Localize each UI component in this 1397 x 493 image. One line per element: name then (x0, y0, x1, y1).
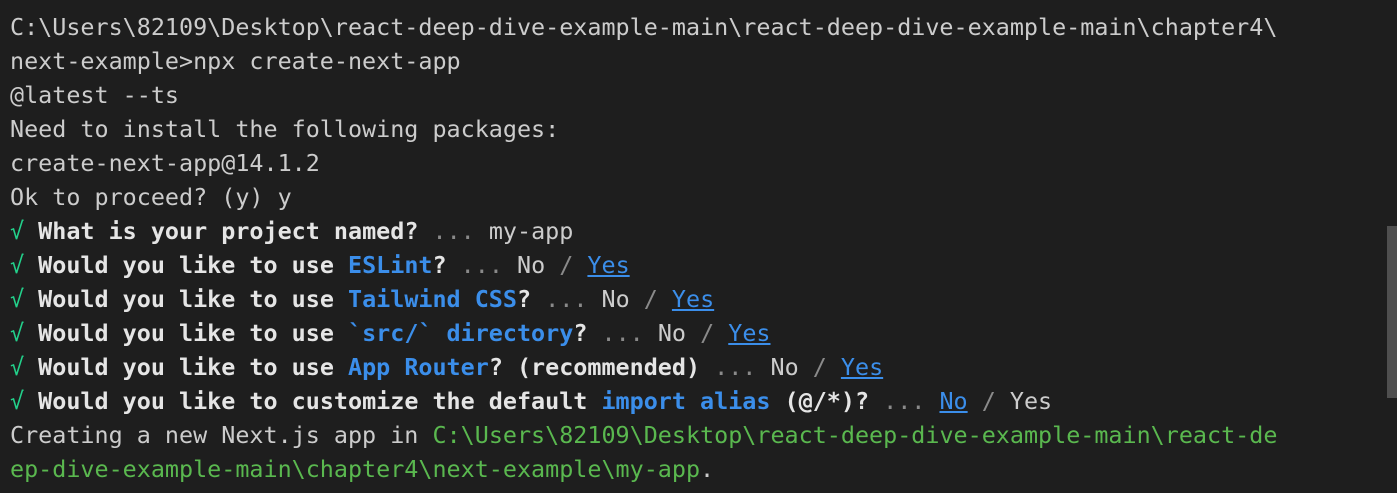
terminal-text: ... (587, 319, 658, 347)
terminal-text: ? (432, 251, 447, 279)
terminal-line: Ok to proceed? (y) y (10, 180, 1397, 214)
terminal-text: ep-dive-example-main\chapter4\next-examp… (10, 455, 701, 483)
check-icon: √ (10, 387, 39, 415)
check-icon: √ (10, 251, 39, 279)
terminal-text: Would you like to use (38, 251, 348, 279)
terminal-text: / (798, 353, 841, 381)
terminal-text: Tailwind CSS (347, 285, 517, 313)
terminal-text: Would you like to use (38, 353, 348, 381)
check-icon: √ (10, 285, 39, 313)
terminal-line: C:\Users\82109\Desktop\react-deep-dive-e… (10, 10, 1397, 44)
terminal-text: App Router (347, 353, 489, 381)
terminal-text: (@/*)? (770, 387, 870, 415)
terminal-text: ESLint (347, 251, 433, 279)
terminal-line: Need to install the following packages: (10, 112, 1397, 146)
terminal-text: No (601, 285, 630, 313)
terminal-text: Yes (728, 319, 771, 347)
terminal-line: √ Would you like to use ESLint? ... No /… (10, 248, 1397, 282)
terminal-text: Need to install the following packages: (10, 115, 560, 143)
terminal-text: What is your project named? (38, 217, 419, 245)
terminal-text: @latest --ts (10, 81, 179, 109)
terminal-line: @latest --ts (10, 78, 1397, 112)
terminal-text: Would you like to use (38, 285, 348, 313)
terminal-line: √ Would you like to use App Router? (rec… (10, 350, 1397, 384)
terminal-text: import alias (601, 387, 771, 415)
terminal-line: ep-dive-example-main\chapter4\next-examp… (10, 452, 1397, 486)
terminal-text: Yes (1009, 387, 1053, 415)
terminal-text: No (657, 319, 686, 347)
terminal-line: √ What is your project named? ... my-app (10, 214, 1397, 248)
terminal-text: C:\Users\82109\Desktop\react-deep-dive-e… (10, 13, 1278, 41)
terminal-text: C:\Users\82109\Desktop\react-deep-dive-e… (432, 421, 1278, 449)
terminal-text: ... (700, 353, 771, 381)
terminal-text: ... (418, 217, 489, 245)
terminal-text: my-app (488, 217, 574, 245)
terminal-text: Creating a new Next.js app in (10, 421, 433, 449)
terminal-text: No (770, 353, 799, 381)
check-icon: √ (10, 217, 39, 245)
terminal-line: √ Would you like to use `src/` directory… (10, 316, 1397, 350)
check-icon: √ (10, 353, 39, 381)
terminal-line: √ Would you like to use Tailwind CSS? ..… (10, 282, 1397, 316)
terminal-text: No (939, 387, 968, 415)
terminal-text: . (700, 455, 715, 483)
check-icon: √ (10, 319, 39, 347)
terminal-text: Yes (840, 353, 884, 381)
terminal-text: ? (573, 319, 588, 347)
terminal-text: Yes (671, 285, 715, 313)
terminal-line: Creating a new Next.js app in C:\Users\8… (10, 418, 1397, 452)
terminal-line: create-next-app@14.1.2 (10, 146, 1397, 180)
terminal-text: / (967, 387, 1010, 415)
terminal-text: Ok to proceed? (y) y (10, 183, 292, 211)
terminal-text: / (545, 251, 588, 279)
terminal-text: create-next-app@14.1.2 (10, 149, 320, 177)
terminal-line: next-example>npx create-next-app (10, 44, 1397, 78)
terminal-text: ... (446, 251, 517, 279)
terminal-text: ? (recommended) (488, 353, 701, 381)
terminal-text: ? (516, 285, 532, 313)
terminal-text: Would you like to customize the default (38, 387, 602, 415)
terminal-text: Would you like to use (38, 319, 348, 347)
terminal-text: / (629, 285, 672, 313)
terminal-text: Yes (587, 251, 630, 279)
vertical-scrollbar[interactable] (1387, 226, 1397, 398)
terminal-text: next-example>npx create-next-app (10, 47, 461, 75)
terminal-text: `src/` directory (347, 319, 574, 347)
terminal-line: √ Would you like to customize the defaul… (10, 384, 1397, 418)
terminal-text: ... (869, 387, 940, 415)
terminal-text: No (517, 251, 546, 279)
terminal-text: ... (531, 285, 602, 313)
terminal-text: / (686, 319, 729, 347)
